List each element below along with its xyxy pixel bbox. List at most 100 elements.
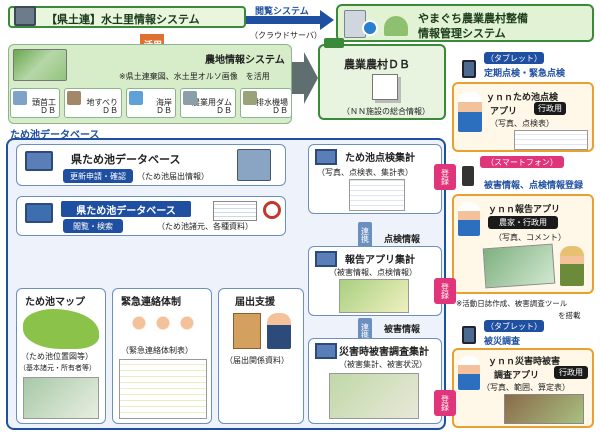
pump-icon	[243, 91, 257, 105]
farmland-system-note: ※県土連棄図、水土里オルソ画像 を活用	[119, 72, 270, 81]
people-icon	[123, 311, 203, 341]
disaster-damage-sub: （被害集計、被害状況）	[339, 360, 427, 369]
report-app-panel: ｙｎｎ報告アプリ 農家・行政用 （写真、コメント）	[452, 194, 594, 294]
dam-icon	[183, 91, 197, 105]
link-label-1: 連携	[358, 222, 372, 248]
prefecture-map-image	[23, 309, 99, 349]
rural-db-subtitle: （ＮＮ施設の総合情報）	[342, 107, 430, 116]
staff-person-icon	[267, 313, 291, 349]
report-app-note-2: を搭載	[558, 311, 581, 320]
farmer-person-icon	[560, 246, 584, 286]
report-app-summary-panel: 報告アプリ集計 （被害情報、点検情報）	[308, 246, 442, 316]
emergency-contact-sub: （緊急連絡体制表）	[121, 346, 193, 355]
tablet-icon-1	[462, 60, 476, 78]
headworks-icon	[13, 91, 27, 105]
prefecture-system-title: 【県土連】水土里情報システム	[46, 13, 200, 26]
pref-pond-db-browse-panel: 県ため池データベース 閲覧・検索 （ため池諸元、各種資料）	[16, 196, 286, 236]
report-support-sub: （届出関係資料）	[225, 356, 289, 365]
link-label-2: 連携	[358, 318, 372, 344]
worker-helmet-icon	[458, 92, 482, 132]
emergency-contact-title: 緊急連絡体制	[121, 297, 181, 308]
yamaguchi-system-header: やまぐち農業農村整備 情報管理システム	[336, 4, 594, 42]
office-building-icon	[237, 149, 271, 181]
report-map-thumbnail	[339, 279, 409, 313]
monitor-icon	[315, 149, 337, 165]
report-app-note: ※活動日誌作成、被害調査ツール	[456, 299, 568, 308]
landslide-photo	[504, 394, 584, 424]
app-1-name-2: アプリ	[490, 107, 518, 117]
coast-icon	[129, 91, 143, 105]
report-app-summary-title: 報告アプリ集計	[345, 255, 415, 266]
register-button-1[interactable]: 登録	[434, 164, 456, 190]
disaster-map-thumbnail	[329, 373, 419, 419]
globe-icon	[362, 20, 378, 36]
inspection-summary-sub: （写真、点検表、集計表）	[317, 168, 413, 177]
app-2-sub: （写真、コメント）	[494, 233, 566, 242]
browse-search-button[interactable]: 閲覧・検索	[63, 219, 123, 233]
worker-helmet-icon-3	[458, 356, 480, 390]
pond-inspection-summary-panel: ため池点検集計 （写真、点検表、集計表）	[308, 144, 442, 214]
app-1-sub: （写真、点検表）	[490, 119, 554, 128]
register-button-3[interactable]: 登録	[434, 390, 456, 416]
rural-db-title: 農業農村ＤＢ	[344, 58, 410, 71]
app-1-name: ｙｎｎため池点検	[486, 93, 559, 103]
report-support-title: 届出支援	[235, 297, 275, 308]
search-icon	[263, 201, 281, 219]
app-3-sub: （写真、範囲、算定表）	[482, 383, 570, 392]
app-1-role-badge: 行政用	[534, 102, 566, 115]
pond-inspection-app-panel: ｙｎｎため池点検 アプリ 行政用 （写真、点検表）	[452, 82, 594, 152]
farmland-system-title: 農地情報システム	[205, 55, 285, 66]
db-landslide: 地すべり ＤＢ	[64, 88, 122, 118]
inspection-info-label: 点検情報	[384, 235, 421, 245]
inspection-summary-title: ため池点検集計	[345, 153, 415, 164]
rural-db-panel: 農業農村ＤＢ （ＮＮ施設の総合情報）	[318, 44, 446, 120]
tablet-2-tag: （タブレット）	[484, 320, 544, 332]
smartphone-title: 被害情報、点検情報登録	[484, 181, 584, 191]
prefecture-system-header: 【県土連】水土里情報システム	[8, 6, 246, 28]
app-3-role-badge: 行政用	[554, 366, 588, 379]
pond-map-sub-1: （ため池位置図等）	[21, 352, 93, 361]
rural-db-tab	[324, 38, 344, 48]
smartphone-tag: （スマートフォン）	[480, 156, 564, 168]
db-headworks: 頭首工 ＤＢ	[10, 88, 60, 118]
pref-pond-db-update-panel: 県ため池データベース 更新申請・確認 （ため池届出情報）	[16, 144, 286, 186]
yamaguchi-title-line-1: やまぐち農業農村整備	[418, 12, 528, 25]
update-request-button[interactable]: 更新申請・確認	[63, 169, 133, 183]
db-farm-dam: 農業用ダム ＤＢ	[180, 88, 236, 118]
computer-icon	[14, 6, 36, 26]
photo-collage	[482, 243, 556, 289]
disaster-damage-summary-panel: 災害時被害調査集計 （被害集計、被害状況）	[308, 338, 442, 424]
pref-pond-db-title-2: 県ため池データベース	[61, 201, 191, 217]
mountain-logo-icon	[384, 16, 408, 36]
db-coast: 海岸 ＤＢ	[126, 88, 176, 118]
register-button-2[interactable]: 登録	[434, 278, 456, 304]
worker-helmet-icon-2	[458, 202, 480, 236]
app-3-name: ｙｎｎ災害時被害	[488, 357, 561, 367]
app-2-name: ｙｎｎ報告アプリ	[488, 205, 561, 215]
pond-map-sub-2: （基本諸元・所有者等）	[19, 364, 96, 372]
update-request-note: （ため池届出情報）	[137, 172, 209, 181]
pond-map-panel: ため池マップ （ため池位置図等） （基本諸元・所有者等）	[16, 288, 106, 424]
tablet-1-tag: （タブレット）	[484, 52, 544, 64]
pond-map-title: ため池マップ	[25, 297, 85, 308]
report-support-panel: 届出支援 （届出関係資料）	[218, 288, 304, 424]
disaster-survey-app-panel: ｙｎｎ災害時被害 調査アプリ 行政用 （写真、範囲、算定表）	[452, 348, 594, 428]
db-drainage-pump: 排水機場 ＤＢ	[240, 88, 292, 118]
inspection-docs-thumbnail	[349, 179, 405, 211]
tablet-1-title: 定期点検・緊急点検	[484, 69, 566, 79]
app-3-name-2: 調査アプリ	[494, 371, 540, 381]
pref-pond-db-title-1: 県ため池データベース	[71, 153, 181, 166]
envelope-icon	[233, 313, 261, 349]
farmland-map-thumbnail	[13, 49, 67, 81]
browse-search-note: （ため池諸元、各種資料）	[157, 222, 253, 231]
laptop-icon	[25, 203, 53, 223]
report-app-summary-sub: （被害情報、点検情報）	[329, 268, 417, 277]
tablet-icon-2	[462, 326, 476, 344]
cloud-server-label: （クラウドサーバ）	[250, 31, 322, 40]
app-2-role-badge: 農家・行政用	[488, 216, 558, 229]
emergency-table-thumbnail	[119, 359, 207, 419]
tablet-2-title: 被災調査	[484, 337, 521, 347]
document-stack-icon	[372, 74, 398, 100]
monitor-icon-2	[315, 251, 337, 267]
app-1-screenshot	[514, 130, 588, 150]
